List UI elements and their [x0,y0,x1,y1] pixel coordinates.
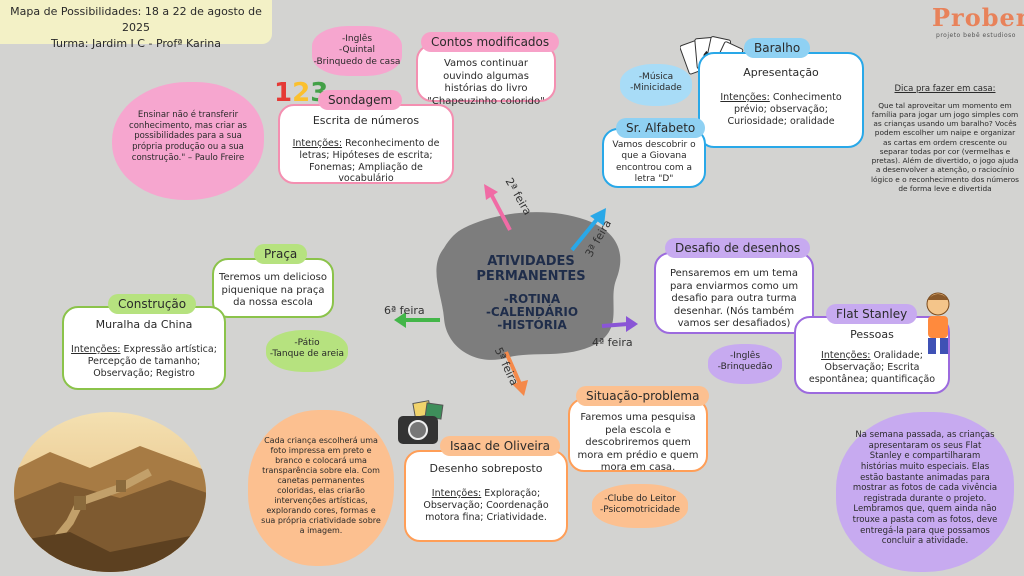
note-patio: -Pátio [294,338,320,348]
logo: Proben projeto bebê estudioso [932,3,1024,48]
isaac-tag: Isaac de Oliveira [440,436,560,456]
arrow-segunda [484,184,512,231]
center-item-calendario: -CALENDÁRIO [485,305,579,319]
praca-text: Teremos um delicioso piquenique na praça… [219,272,327,308]
desafio-tag: Desafio de desenhos [665,238,811,258]
sondagem-intentions: Intenções: Reconhecimento de letras; Hip… [292,137,440,185]
desafio-text: Pensaremos em um tema para enviarmos com… [669,268,799,329]
header-panel: Mapa de Possibilidades: 18 a 22 de agost… [0,0,272,50]
center-item-rotina: -ROTINA [503,292,561,306]
construcao-tag: Construção [108,294,197,314]
page-subtitle: Turma: Jardim I C - Profª Karina [50,37,221,50]
isaac-title: Desenho sobreposto [429,462,543,475]
praca-card: Teremos um delicioso piquenique na praça… [212,258,334,318]
construcao-card: Muralha da China Intenções: Expressão ar… [62,306,226,390]
note-psicomotricidade: -Psicomotricidade [599,505,681,516]
arrow-quinta [504,351,528,396]
note-musica: -Música [638,72,674,82]
situacao-card: Faremos uma pesquisa pela escola e desco… [568,398,708,473]
arrow-terca [570,208,606,252]
praca-tag: Praça [254,244,308,264]
quinta-notes: -Clube do Leitor -Psicomotricidade [592,484,688,528]
logo-tagline: projeto bebê estudioso [936,32,1016,39]
desafio-card: Pensaremos em um tema para enviarmos com… [654,252,814,334]
segunda-notes: -Inglês -Quintal -Brinquedo de casa [312,26,402,76]
note-brinquedo: -Brinquedo de casa [313,56,401,67]
dica-title: Dica pra fazer em casa: [894,84,996,94]
contos-text: Vamos continuar ouvindo algumas história… [427,58,545,107]
page-title: Mapa de Possibilidades: 18 a 22 de agost… [10,5,262,34]
quarta-notes: -Inglês -Brinquedão [708,344,782,384]
great-wall-image [14,412,206,572]
baralho-tag: Baralho [744,38,811,58]
note-minicidade: -Minicidade [630,83,682,94]
alfabeto-card: Vamos descobrir o que a Giovana encontro… [602,128,706,188]
baralho-title: Apresentação [743,66,819,79]
sondagem-card: Escrita de números Intenções: Reconhecim… [278,104,454,184]
sexta-notes: -Pátio -Tanque de areia [266,330,348,372]
isaac-intentions: Intenções: Exploração; Observação; Coord… [423,487,549,523]
arrow-quarta [601,316,638,332]
dica-text: Que tal aproveitar um momento em família… [870,100,1020,193]
logo-wordmark: Proben [932,3,1024,32]
flat-title: Pessoas [850,328,894,341]
flat-stanley-icon [926,292,950,354]
semana-text: Na semana passada, as crianças apresenta… [852,430,998,547]
flat-intentions: Intenções: Oralidade; Observação; Escrit… [808,349,936,385]
day-label-quarta: 4ª feira [592,336,633,349]
note-quintal: -Quintal [338,45,376,56]
center-title: ATIVIDADES PERMANENTES [476,254,586,284]
arrow-sexta [394,312,440,328]
isaac-note-bubble: Cada criança escolherá uma foto impressa… [248,410,394,566]
terca-notes: -Música -Minicidade [620,64,692,106]
note-tanque-areia: -Tanque de areia [269,349,345,360]
note-ingles-quarta: -Inglês [729,351,761,361]
center-items: -ROTINA -CALENDÁRIO -HISTÓRIA [462,293,602,332]
sondagem-tag: Sondagem [318,90,403,110]
center-item-historia: -HISTÓRIA [497,318,567,332]
sondagem-title: Escrita de números [312,114,420,127]
camera-icon [398,400,444,444]
construcao-intentions: Intenções: Expressão artística; Percepçã… [71,343,217,379]
note-clube-leitor: -Clube do Leitor [604,494,676,504]
note-ingles: -Inglês [341,34,373,44]
quote-bubble: Ensinar não é transferir conhecimento, m… [112,82,264,200]
baralho-intentions: Intenções: Conhecimento prévio; observaç… [720,91,842,127]
contos-card: Vamos continuar ouvindo algumas história… [416,44,556,107]
alfabeto-text: Vamos descobrir o que a Giovana encontro… [612,140,696,184]
semana-bubble: Na semana passada, as crianças apresenta… [836,412,1014,572]
quote-text: Ensinar não é transferir conhecimento, m… [129,110,247,163]
situacao-text: Faremos uma pesquisa pela escola e desco… [577,412,699,473]
isaac-note-text: Cada criança escolherá uma foto impressa… [261,436,381,535]
dica-panel: Dica pra fazer em casa: Que tal aproveit… [870,84,1020,193]
flat-card: Pessoas Intenções: Oralidade; Observação… [794,316,950,394]
contos-tag: Contos modificados [421,32,560,52]
alfabeto-tag: Sr. Alfabeto [616,118,706,138]
note-brinquedao: -Brinquedão [717,362,773,373]
isaac-card: Desenho sobreposto Intenções: Exploração… [404,450,568,542]
situacao-tag: Situação-problema [576,386,710,406]
day-label-sexta: 6ª feira [384,304,425,317]
baralho-card: Apresentação Intenções: Conhecimento pré… [698,52,864,148]
construcao-title: Muralha da China [95,318,193,331]
flat-tag: Flat Stanley [826,304,918,324]
